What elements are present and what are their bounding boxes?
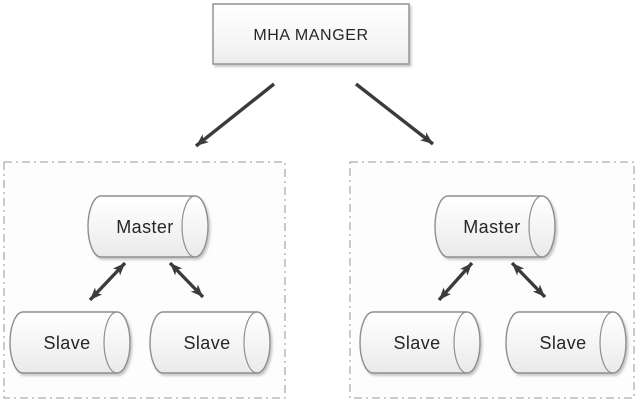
cylinder-cap (243, 311, 258, 374)
arrow-cluster-1-master-slave-2 (168, 261, 205, 299)
cluster-1-slave-1-node: Slave (9, 311, 131, 374)
cylinder-cap (599, 311, 614, 374)
cluster-2-master-label: Master (463, 217, 520, 237)
cluster-1-slave-2-label: Slave (183, 333, 230, 353)
cluster-1-master-node: Master (87, 195, 209, 258)
cylinder-cap (528, 195, 543, 258)
cluster-2-slave-1-label: Slave (393, 333, 440, 353)
arrow-cluster-2-master-slave-2 (510, 261, 547, 299)
mha-manager-label: MHA MANGER (253, 27, 368, 44)
cluster-1-master-label: Master (116, 217, 173, 237)
cluster-2-master-node: Master (434, 195, 556, 258)
arrow-manager-to-cluster-1 (194, 82, 276, 148)
mha-manager-node: MHA MANGER (212, 3, 410, 65)
cluster-2-slave-2-node: Slave (505, 311, 627, 374)
cylinder-cap (453, 311, 468, 374)
cluster-2-slave-2-label: Slave (539, 333, 586, 353)
cylinder-cap (103, 311, 118, 374)
cluster-1-slave-2-node: Slave (149, 311, 271, 374)
arrow-cluster-2-master-slave-1 (437, 261, 474, 302)
cluster-1-slave-1-label: Slave (43, 333, 90, 353)
cylinder-cap (181, 195, 196, 258)
cluster-2-slave-1-node: Slave (359, 311, 481, 374)
arrow-manager-to-cluster-2 (354, 82, 435, 146)
arrow-cluster-1-master-slave-1 (88, 261, 127, 302)
